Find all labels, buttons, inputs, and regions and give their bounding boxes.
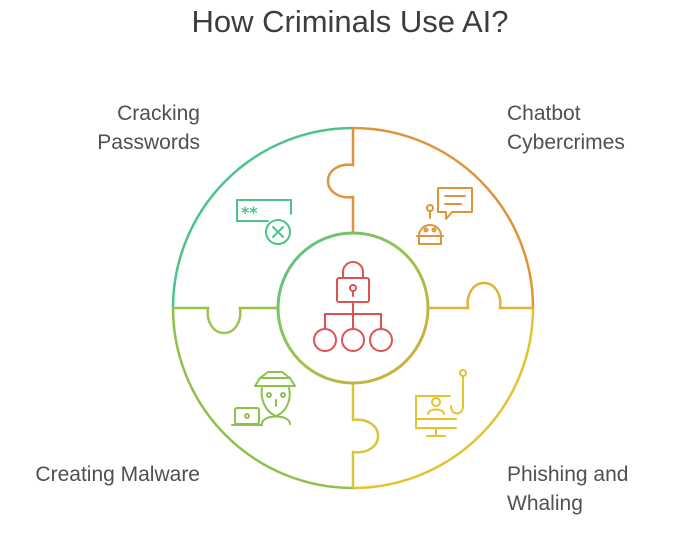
page-title: How Criminals Use AI? [191, 4, 509, 39]
label-line: Phishing and [507, 463, 629, 486]
password-icon: ** [236, 199, 292, 245]
segment-phishing-arc [352, 307, 535, 490]
svg-text:**: ** [241, 203, 258, 222]
hacker-icon [231, 371, 296, 426]
label-phishing-whaling: Phishing and Whaling [507, 460, 628, 518]
divider-right [428, 281, 533, 310]
label-line: Creating Malware [35, 463, 200, 486]
phishing-icon [415, 369, 467, 437]
segment-cracking-arc [171, 126, 354, 309]
label-creating-malware: Creating Malware [35, 460, 200, 489]
divider-bottom [351, 383, 380, 488]
label-line: Chatbot [507, 102, 581, 125]
divider-top [326, 128, 355, 233]
label-chatbot-cybercrimes: Chatbot Cybercrimes [507, 99, 625, 157]
label-line: Cybercrimes [507, 131, 625, 154]
label-line: Cracking [117, 102, 200, 125]
label-cracking-passwords: Cracking Passwords [97, 99, 200, 157]
chatbot-icon [416, 187, 473, 245]
label-line: Passwords [97, 131, 200, 154]
segment-chatbot-arc [352, 126, 535, 309]
lock-network-icon [313, 261, 393, 352]
segment-malware-arc [171, 307, 354, 490]
label-line: Whaling [507, 492, 583, 515]
divider-left [173, 306, 278, 335]
